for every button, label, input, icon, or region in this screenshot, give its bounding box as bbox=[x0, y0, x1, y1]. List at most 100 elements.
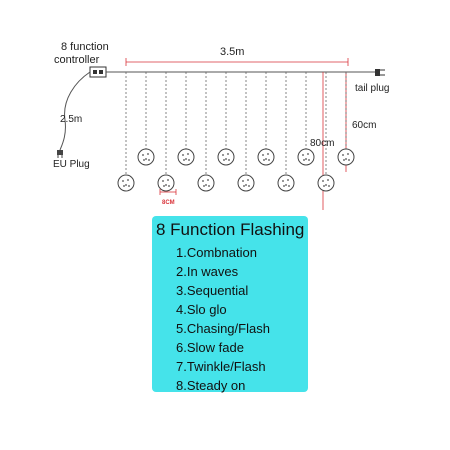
ball-pattern-dot bbox=[262, 154, 264, 156]
ball-size-label: 8CM bbox=[162, 200, 175, 206]
ball-pattern-dot bbox=[143, 159, 145, 161]
functions-title: 8 Function Flashing bbox=[156, 220, 305, 239]
ball-pattern-dot bbox=[283, 185, 285, 187]
controller-label-line2: controller bbox=[54, 54, 100, 66]
light-ball-icon bbox=[237, 174, 255, 192]
length-label: 3.5m bbox=[220, 46, 244, 58]
light-ball-icon bbox=[217, 148, 235, 166]
function-item: 3.Sequential bbox=[176, 283, 249, 298]
lead-length-label: 2.5m bbox=[60, 114, 82, 125]
ball-pattern-dot bbox=[188, 159, 190, 161]
lead-cable bbox=[59, 71, 91, 151]
light-curtain-diagram: 8 function controller 3.5m 2.5m EU Plug … bbox=[53, 41, 389, 210]
ball-size-marker bbox=[159, 189, 177, 195]
ball-pattern-dot bbox=[208, 185, 210, 187]
function-item: 8.Steady on bbox=[176, 378, 246, 393]
ball-pattern-dot bbox=[325, 184, 327, 186]
ball-pattern-dot bbox=[305, 158, 307, 160]
eu-plug-icon bbox=[57, 150, 63, 158]
function-item: 6.Slow fade bbox=[176, 340, 244, 355]
ball-pattern-dot bbox=[248, 185, 250, 187]
ball-pattern-dot bbox=[142, 154, 144, 156]
ball-pattern-dot bbox=[223, 159, 225, 161]
functions-panel: 8 Function Flashing 1.Combnation 2.In wav… bbox=[152, 216, 308, 395]
tail-plug-label: tail plug bbox=[355, 83, 389, 94]
tail-plug-icon bbox=[375, 69, 385, 76]
ball-pattern-dot bbox=[162, 180, 164, 182]
ball-pattern-dot bbox=[267, 153, 269, 155]
light-ball-icon bbox=[277, 174, 295, 192]
ball-pattern-dot bbox=[247, 179, 249, 181]
ball-pattern-dot bbox=[185, 158, 187, 160]
light-ball-icon bbox=[137, 148, 155, 166]
function-item: 7.Twinkle/Flash bbox=[176, 359, 266, 374]
ball-pattern-dot bbox=[322, 180, 324, 182]
ball-pattern-dot bbox=[207, 179, 209, 181]
ball-pattern-dot bbox=[268, 159, 270, 161]
ball-pattern-dot bbox=[303, 159, 305, 161]
ball-pattern-dot bbox=[243, 185, 245, 187]
function-item: 4.Slo glo bbox=[176, 302, 227, 317]
ball-pattern-dot bbox=[323, 185, 325, 187]
light-ball-icon bbox=[337, 148, 355, 166]
functions-list: 1.Combnation 2.In waves 3.Sequential 4.Slo … bbox=[152, 243, 308, 395]
light-ball-icon bbox=[117, 174, 135, 192]
ball-pattern-dot bbox=[327, 179, 329, 181]
ball-pattern-dot bbox=[282, 180, 284, 182]
light-ball-icon bbox=[317, 174, 335, 192]
ball-pattern-dot bbox=[288, 185, 290, 187]
ball-pattern-dot bbox=[165, 184, 167, 186]
ball-pattern-dot bbox=[122, 180, 124, 182]
ball-pattern-dot bbox=[147, 153, 149, 155]
ball-pattern-dot bbox=[285, 184, 287, 186]
ball-pattern-dot bbox=[202, 180, 204, 182]
light-ball-icon bbox=[197, 174, 215, 192]
ball-pattern-dot bbox=[263, 159, 265, 161]
ball-pattern-dot bbox=[287, 179, 289, 181]
ball-pattern-dot bbox=[302, 154, 304, 156]
ball-pattern-dot bbox=[328, 185, 330, 187]
controller-label-line1: 8 function bbox=[61, 41, 109, 53]
drop-80-label: 80cm bbox=[310, 138, 334, 149]
ball-pattern-dot bbox=[265, 158, 267, 160]
ball-pattern-dot bbox=[345, 158, 347, 160]
light-ball-icon bbox=[257, 148, 275, 166]
ball-pattern-dot bbox=[342, 154, 344, 156]
drop-60-label: 60cm bbox=[352, 120, 376, 131]
light-ball-icon bbox=[177, 148, 195, 166]
ball-pattern-dot bbox=[242, 180, 244, 182]
ball-pattern-dot bbox=[343, 159, 345, 161]
ball-pattern-dot bbox=[127, 179, 129, 181]
controller-box bbox=[89, 66, 107, 78]
ball-pattern-dot bbox=[227, 153, 229, 155]
ball-pattern-dot bbox=[203, 185, 205, 187]
ball-pattern-dot bbox=[225, 158, 227, 160]
length-dimension bbox=[125, 58, 349, 66]
function-item: 1.Combnation bbox=[176, 245, 257, 260]
function-item: 5.Chasing/Flash bbox=[176, 321, 270, 336]
ball-pattern-dot bbox=[123, 185, 125, 187]
light-ball-icon bbox=[297, 148, 315, 166]
ball-pattern-dot bbox=[228, 159, 230, 161]
ball-pattern-dot bbox=[145, 158, 147, 160]
ball-pattern-dot bbox=[125, 184, 127, 186]
ball-pattern-dot bbox=[307, 153, 309, 155]
ball-pattern-dot bbox=[182, 154, 184, 156]
function-item: 2.In waves bbox=[176, 264, 239, 279]
eu-plug-label: EU Plug bbox=[53, 159, 90, 170]
ball-pattern-dot bbox=[245, 184, 247, 186]
ball-pattern-dot bbox=[348, 159, 350, 161]
ball-pattern-dot bbox=[163, 185, 165, 187]
ball-pattern-dot bbox=[167, 179, 169, 181]
ball-pattern-dot bbox=[205, 184, 207, 186]
ball-pattern-dot bbox=[347, 153, 349, 155]
ball-pattern-dot bbox=[168, 185, 170, 187]
ball-pattern-dot bbox=[308, 159, 310, 161]
strands bbox=[117, 72, 355, 192]
ball-pattern-dot bbox=[222, 154, 224, 156]
ball-pattern-dot bbox=[148, 159, 150, 161]
ball-pattern-dot bbox=[187, 153, 189, 155]
ball-pattern-dot bbox=[128, 185, 130, 187]
ball-pattern-dot bbox=[183, 159, 185, 161]
light-ball-icon bbox=[157, 174, 175, 192]
